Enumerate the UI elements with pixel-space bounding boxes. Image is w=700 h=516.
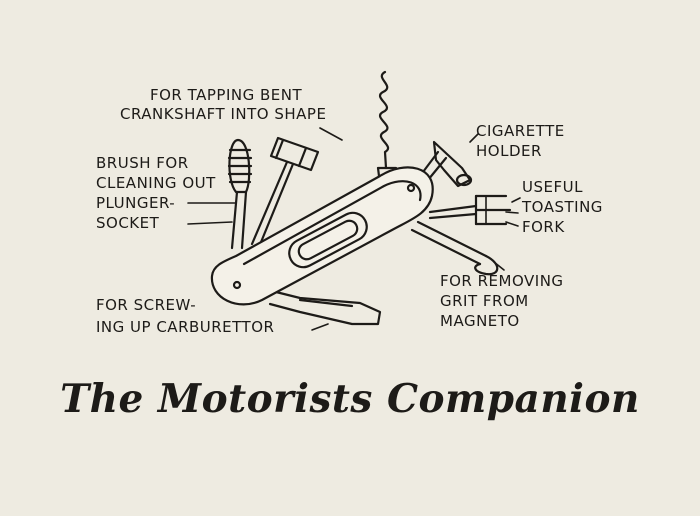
knife-handle xyxy=(210,166,434,306)
label-fork-line2: TOASTING xyxy=(522,198,603,216)
label-brush-line2: CLEANING OUT xyxy=(96,174,216,192)
hammer-tool xyxy=(250,136,320,249)
toasting-fork-tool xyxy=(428,194,512,226)
corkscrew-tool xyxy=(376,70,398,186)
label-brush-line3: PLUNGER- xyxy=(96,194,176,212)
label-grit-line1: FOR REMOVING xyxy=(440,272,564,290)
label-cigarette-line1: CIGARETTE xyxy=(476,122,565,140)
screwdriver-blade xyxy=(266,288,382,326)
label-grit-line3: MAGNETO xyxy=(440,312,520,330)
brush-tool xyxy=(227,138,253,250)
label-screw-line2: ING UP CARBURETTOR xyxy=(96,318,275,336)
label-grit-line2: GRIT FROM xyxy=(440,292,529,310)
label-brush-line1: BRUSH FOR xyxy=(96,154,189,172)
caption-title: The Motorists Companion xyxy=(60,376,640,422)
label-fork-line3: FORK xyxy=(522,218,565,236)
label-tapping-line1: FOR TAPPING BENT xyxy=(150,86,303,104)
label-cigarette-line2: HOLDER xyxy=(476,142,542,160)
label-brush-line4: SOCKET xyxy=(96,214,160,232)
leader-lines xyxy=(187,127,521,331)
label-fork-line1: USEFUL xyxy=(522,178,583,196)
grit-loop-tool xyxy=(410,220,499,276)
label-screw-line1: FOR SCREW- xyxy=(96,296,197,314)
label-tapping-line2: CRANKSHAFT INTO SHAPE xyxy=(120,105,327,123)
